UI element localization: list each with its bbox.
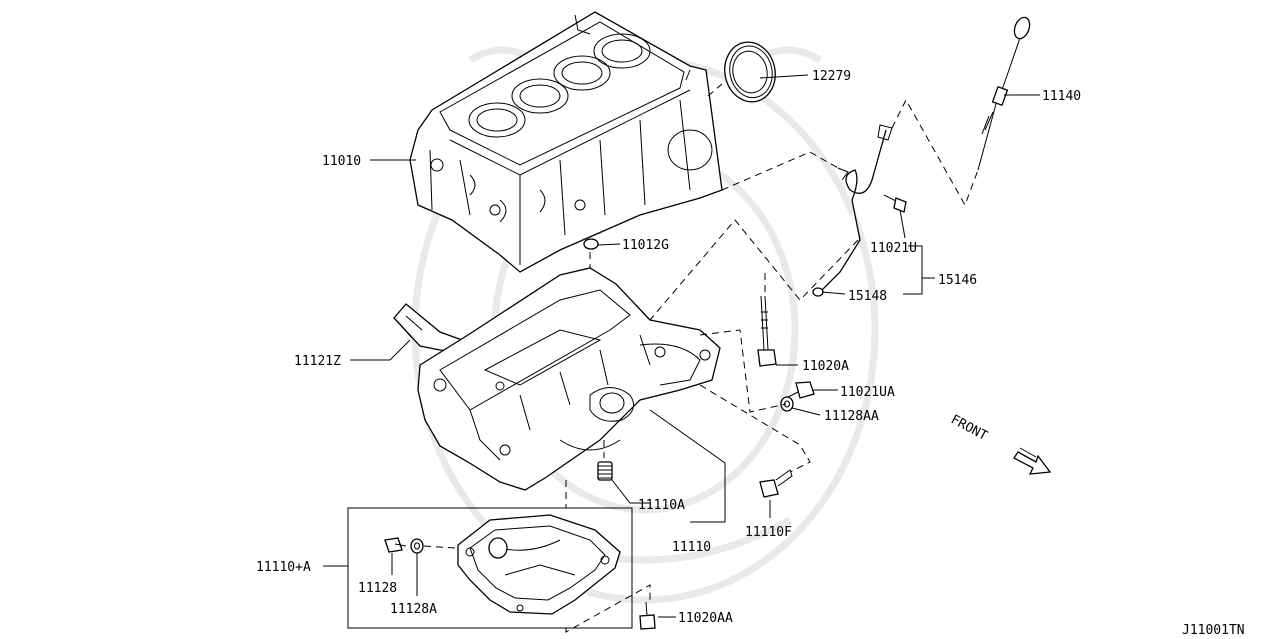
bolt-11020A [757,295,777,367]
front-label: FRONT [948,412,990,444]
label-11021U: 11021U [870,241,917,256]
bolt-11021U [883,194,907,213]
label-15146: 15146 [938,273,977,288]
label-11121Z: 11121Z [294,354,341,369]
label-12279: 12279 [812,69,851,84]
spring-11110A [597,461,613,481]
bolt-11020AA [639,601,656,630]
label-11110: 11110 [672,540,711,555]
label-11010: 11010 [322,154,361,169]
label-11128AA: 11128AA [824,409,879,424]
diagram-code: J11001TN [1182,623,1245,638]
oil-pan-group [347,507,633,629]
assembly-lines [423,83,979,633]
label-11021UA: 11021UA [840,385,895,400]
label-11110F: 11110F [745,525,792,540]
label-11140: 11140 [1042,89,1081,104]
label-11020A: 11020A [802,359,849,374]
o-ring-11012G [583,238,599,250]
label-11128A: 11128A [390,602,437,617]
drain-plug-11128 [384,537,407,553]
part-labels: 11010 12279 11140 11021U 15146 15148 110… [256,69,1245,638]
label-11020AA: 11020AA [678,611,733,626]
cylinder-block [409,11,723,273]
label-11128: 11128 [358,581,397,596]
leader-lines [323,74,1040,618]
oil-dipstick [977,16,1031,171]
bolt-11110F [759,469,793,498]
washer-11128A [410,538,424,554]
label-11012G: 11012G [622,238,669,253]
front-arrow-icon [1013,447,1052,475]
washer-11128AA [780,396,794,412]
rear-oil-seal [724,41,776,103]
label-15148: 15148 [848,289,887,304]
label-11110A: 11110A [638,498,685,513]
label-11110-plus-a: 11110+A [256,560,311,575]
lower-crankcase [417,267,721,491]
